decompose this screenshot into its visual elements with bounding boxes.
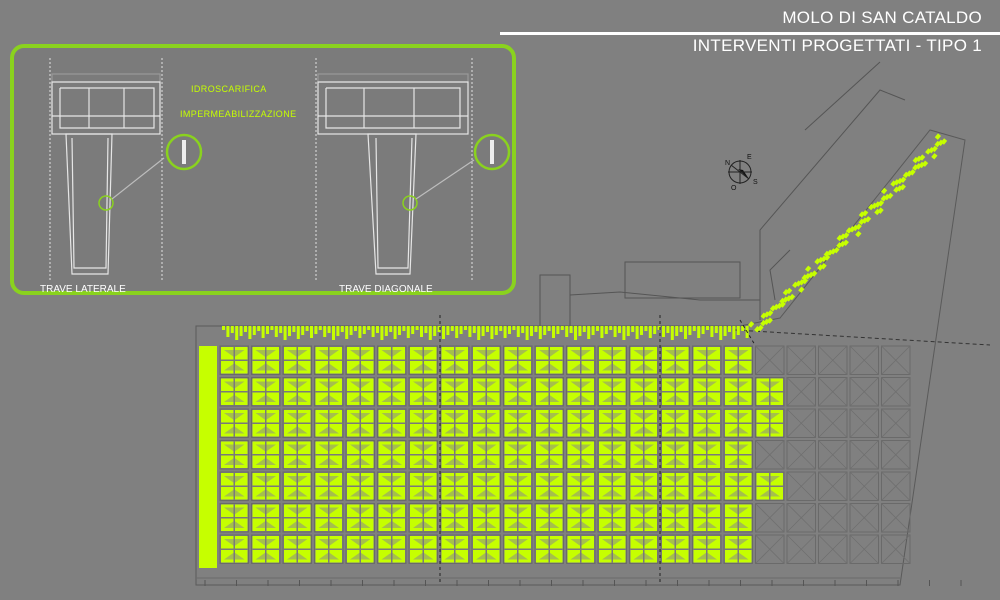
- section-label-diagonal: TRAVE DIAGONALE: [339, 284, 433, 295]
- compass-letter-n: N: [725, 160, 731, 167]
- diagonal-beam-section: [315, 58, 511, 280]
- section-label-lateral: TRAVE LATERALE: [40, 284, 126, 295]
- compass-letter-o: O: [731, 185, 737, 192]
- pier-outline: [195, 129, 966, 586]
- drawing-subtitle: INTERVENTI PROGETTATI - TIPO 1: [692, 36, 982, 55]
- compass-letter-s: S: [753, 179, 758, 186]
- layer-label-idroscarifica: IDROSCARIFICA: [191, 84, 267, 94]
- north-arrow-icon: [728, 160, 752, 184]
- reference-axes: [439, 315, 756, 585]
- site-context-lines: [539, 61, 991, 346]
- diagonal-treated-strip: [748, 133, 948, 333]
- beam-detail-inset: IDROSCARIFICA IMPERMEABILIZZAZIONE TRAVE…: [10, 44, 516, 295]
- title-rule: [500, 32, 1000, 35]
- layer-label-impermeabilizzazione: IMPERMEABILIZZAZIONE: [180, 109, 297, 119]
- treated-area-pattern: [199, 326, 783, 568]
- grid-numbering: [204, 580, 962, 586]
- drawing-title: MOLO DI SAN CATALDO: [782, 8, 982, 27]
- lateral-beam-section: [49, 58, 203, 280]
- beam-sections-drawing: [49, 58, 511, 280]
- compass-letter-e: E: [747, 154, 752, 161]
